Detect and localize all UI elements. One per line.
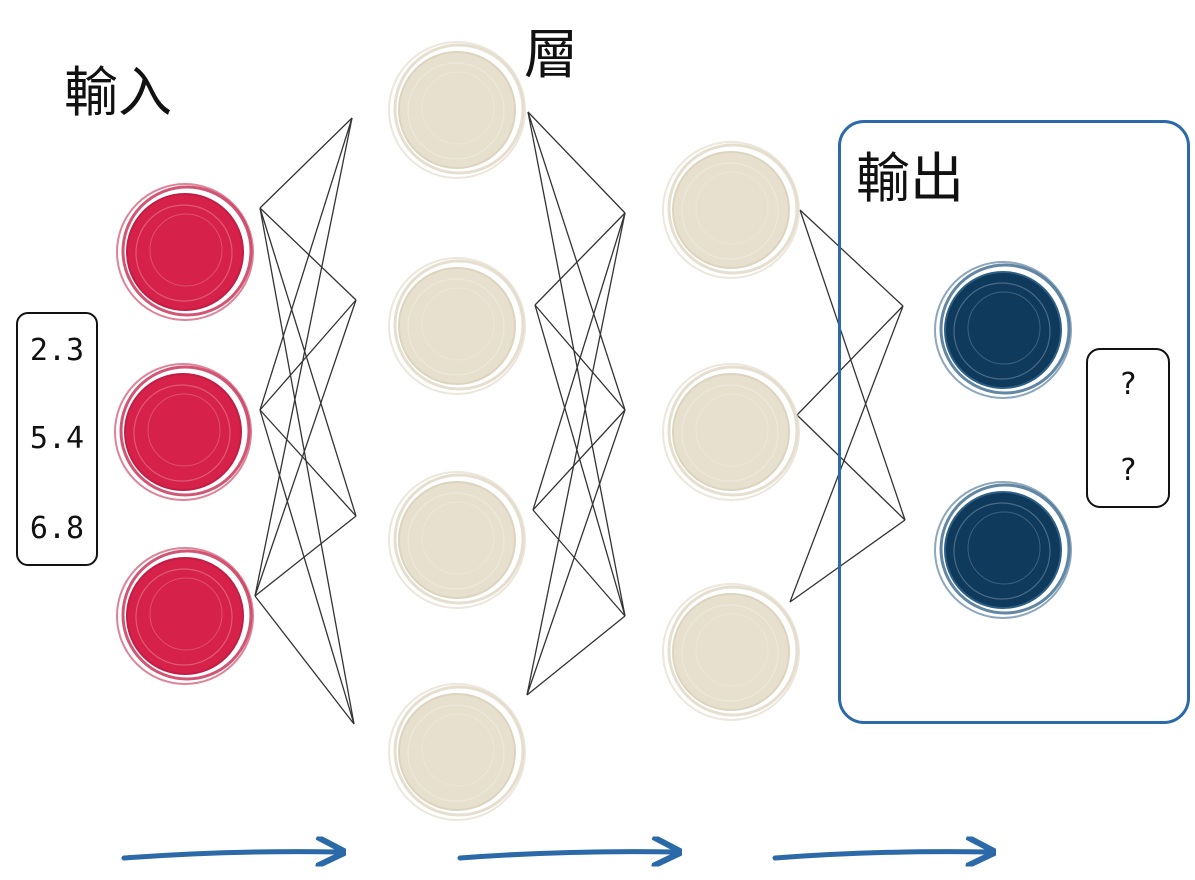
flow-arrows <box>121 852 990 858</box>
edge-2-25 <box>799 209 906 521</box>
edge-1-15 <box>534 212 626 306</box>
edge-0-3 <box>259 207 355 725</box>
flow-arrow-2 <box>457 852 676 858</box>
output-values-box: ? ? <box>1086 348 1170 508</box>
edge-2-27 <box>796 414 906 521</box>
edge-0-11 <box>254 595 355 725</box>
edge-0-9 <box>254 299 357 597</box>
input-values-box: 2.3 5.4 6.8 <box>16 312 98 566</box>
input-value-3: 6.8 <box>29 511 85 546</box>
edge-1-20 <box>532 509 626 617</box>
output-value-2: ? <box>1118 453 1138 488</box>
output-value-1: ? <box>1118 367 1138 402</box>
flow-arrow-1 <box>121 852 340 858</box>
hidden-layer-label: 層 <box>524 23 578 86</box>
output-region-frame <box>838 120 1190 724</box>
edge-0-4 <box>259 117 353 411</box>
hidden2-neuron-3 <box>662 583 800 721</box>
edge-1-19 <box>532 409 626 511</box>
hidden1-neuron-1 <box>388 41 526 179</box>
input-layer-label: 輸入 <box>64 61 172 124</box>
edge-1-14 <box>527 111 626 617</box>
hidden1-neuron-2 <box>388 257 526 395</box>
edge-2-29 <box>789 519 906 603</box>
output-neuron-2 <box>934 481 1072 619</box>
edge-0-7 <box>259 409 355 725</box>
output-neuron-1 <box>934 261 1072 399</box>
neurons <box>114 41 1072 821</box>
input-neuron-3 <box>116 547 254 685</box>
input-neuron-2 <box>114 363 252 501</box>
hidden2-neuron-1 <box>662 141 800 279</box>
edge-1-21 <box>526 212 626 696</box>
hidden1-neuron-4 <box>388 683 526 821</box>
edge-1-23 <box>526 615 626 696</box>
edge-1-22 <box>526 409 626 696</box>
input-neuron-1 <box>116 183 254 321</box>
edge-1-13 <box>527 111 626 411</box>
edge-0-2 <box>259 207 357 517</box>
hidden1-neuron-3 <box>388 471 526 609</box>
edge-2-24 <box>799 209 904 307</box>
edge-0-8 <box>254 117 353 597</box>
output-layer-label: 輸出 <box>856 147 964 210</box>
input-value-2: 5.4 <box>29 421 85 456</box>
edge-0-0 <box>259 117 353 209</box>
edge-0-10 <box>254 515 357 597</box>
edge-1-18 <box>532 212 626 511</box>
edge-0-5 <box>259 299 357 411</box>
edge-0-1 <box>259 207 357 301</box>
input-value-1: 2.3 <box>29 333 85 368</box>
edge-1-17 <box>534 304 626 617</box>
edge-0-6 <box>259 409 357 517</box>
hidden2-neuron-2 <box>662 363 800 501</box>
edge-2-28 <box>789 305 904 603</box>
edge-1-12 <box>527 111 626 214</box>
connection-edges <box>254 111 906 725</box>
flow-arrow-3 <box>772 852 990 858</box>
edge-2-26 <box>796 305 904 416</box>
